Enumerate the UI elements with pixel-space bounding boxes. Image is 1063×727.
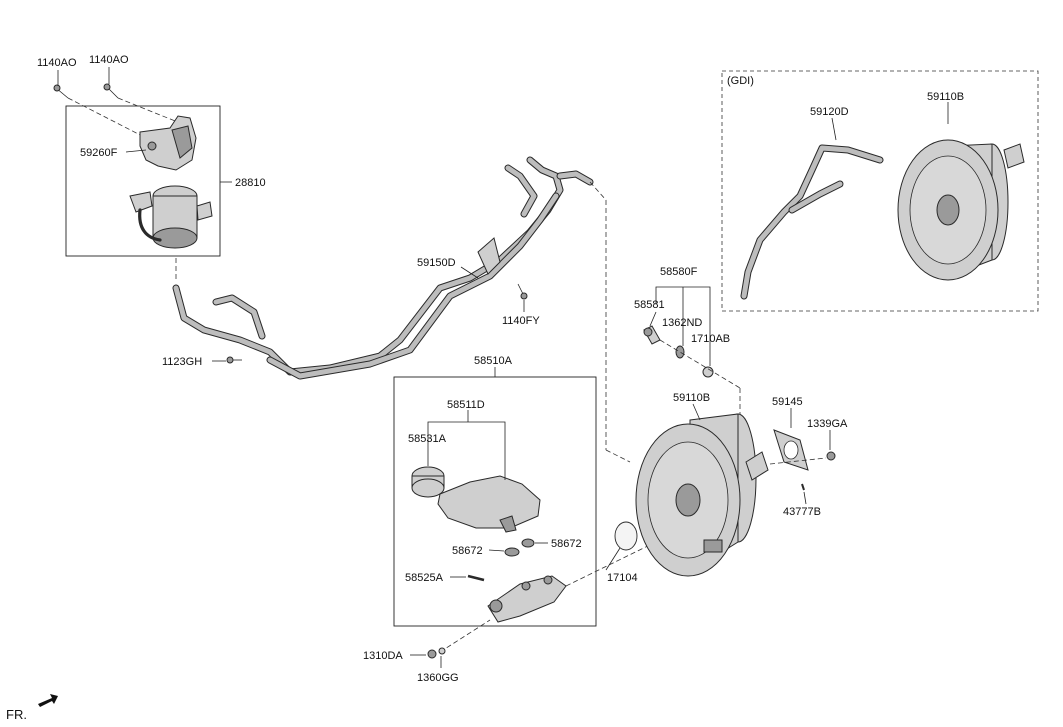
label-58672-right: 58672: [551, 538, 582, 550]
vacuum-pump-group: [53, 83, 221, 282]
master-cylinder: [487, 575, 567, 623]
grommet-58672-left: [504, 547, 520, 557]
label-59150d: 59150D: [417, 257, 456, 269]
nut-1310da: [427, 649, 437, 659]
vacuum-pump-box: [65, 105, 221, 257]
label-fr: FR.: [6, 707, 27, 722]
label-59260f: 59260F: [80, 147, 118, 159]
label-58510a: 58510A: [474, 355, 513, 367]
seal-17104: [614, 521, 638, 551]
label-58580f: 58580F: [660, 266, 698, 278]
label-1710ab: 1710AB: [691, 333, 730, 345]
gasket-59145: [773, 429, 809, 471]
label-59145: 59145: [772, 396, 803, 408]
gdi-variant-box: [721, 70, 1039, 312]
label-28810: 28810: [235, 177, 266, 189]
pin-58525a: [467, 574, 485, 582]
label-1123gh: 1123GH: [162, 356, 202, 368]
label-gdi: (GDI): [727, 75, 754, 87]
vacuum-pump-28810: [129, 185, 213, 249]
bolt-1140ao-a: [53, 84, 69, 99]
stud-43777b: [801, 483, 805, 491]
vacuum-hose-59150d: [172, 156, 594, 380]
bolt-1123gh: [226, 356, 242, 364]
vacuum-hose-59120d: [740, 144, 884, 300]
label-1140ao-a: 1140AO: [37, 57, 77, 69]
label-58531a: 58531A: [408, 433, 447, 445]
label-1140ao-b: 1140AO: [89, 54, 129, 66]
label-58581: 58581: [634, 299, 665, 311]
label-1310da: 1310DA: [363, 650, 403, 662]
check-valve-58581: [643, 325, 661, 345]
nut-1339ga: [826, 451, 836, 461]
label-43777b: 43777B: [783, 506, 821, 518]
label-1362nd: 1362ND: [662, 317, 702, 329]
label-59120d: 59120D: [810, 106, 849, 118]
reservoir-58511d: [437, 475, 541, 533]
label-1140fy: 1140FY: [502, 315, 540, 327]
brake-booster-gdi: [897, 139, 1025, 281]
reservoir-cap-58531a: [411, 466, 445, 498]
label-58525a: 58525A: [405, 572, 444, 584]
part-labels: 1140AO 1140AO 59260F 28810 1123GH 59150D…: [6, 54, 964, 722]
bolt-1140fy: [517, 283, 528, 300]
label-59110b-main: 59110B: [673, 392, 710, 404]
bolt-1140ao-b: [103, 83, 119, 99]
front-arrow-icon: [38, 694, 58, 707]
label-1360gg: 1360GG: [417, 672, 459, 684]
label-1339ga: 1339GA: [807, 418, 848, 430]
label-58672-left: 58672: [452, 545, 483, 557]
brake-booster-main: [635, 413, 769, 577]
label-59110b-gdi: 59110B: [927, 91, 964, 103]
grommet-1710ab: [702, 366, 714, 378]
leader-lines: [57, 67, 949, 668]
washer-1360gg: [438, 647, 446, 655]
clip-1362nd: [675, 345, 685, 359]
label-58511d: 58511D: [447, 399, 485, 411]
label-17104: 17104: [607, 572, 638, 584]
grommet-58672-right: [521, 538, 535, 548]
